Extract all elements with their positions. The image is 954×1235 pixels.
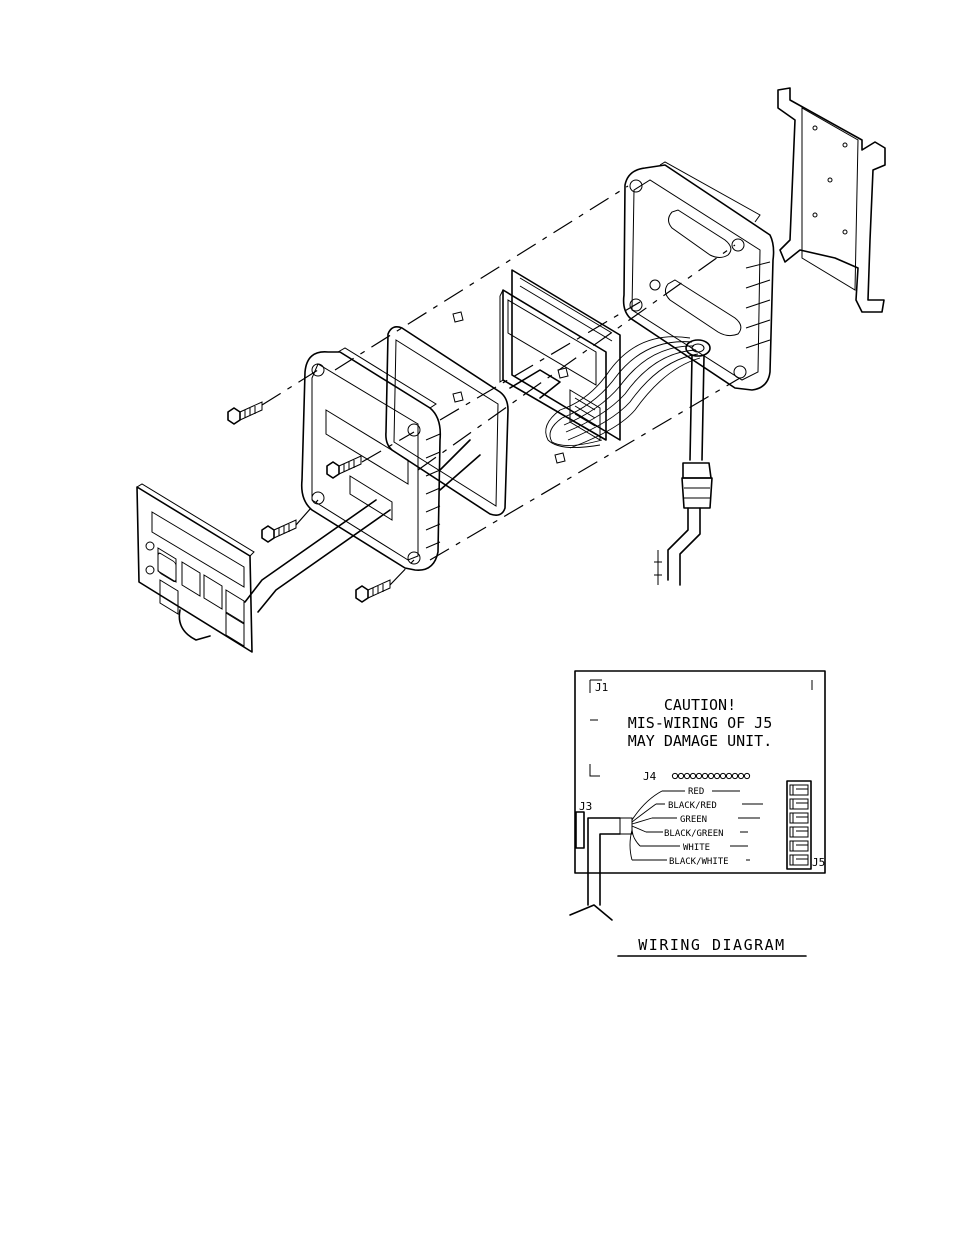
j3-label: J3 [579, 800, 592, 813]
mounting-bracket [778, 88, 885, 312]
j5-terminal-block [787, 781, 811, 869]
circuit-board [500, 270, 620, 440]
caution-title: CAUTION! [664, 696, 736, 714]
caution-line-3: MAY DAMAGE UNIT. [628, 732, 773, 750]
wire-label-black-white: BLACK/WHITE [669, 857, 729, 867]
assembly-lines [262, 186, 740, 585]
j4-header [672, 773, 749, 778]
j4-label: J4 [643, 770, 657, 783]
j1-label: J1 [595, 681, 608, 694]
cable-gland [654, 356, 712, 585]
gasket [386, 327, 508, 515]
wire-label-black-red: BLACK/RED [668, 801, 717, 811]
rear-housing [624, 162, 774, 390]
wiring-diagram-title: WIRING DIAGRAM [638, 936, 785, 954]
wire-label-red: RED [688, 787, 704, 797]
j5-label: J5 [812, 856, 825, 869]
wire-label-white: WHITE [683, 843, 710, 853]
mounting-screws [228, 402, 390, 602]
caution-line-2: MIS-WIRING OF J5 [628, 714, 773, 732]
wire-harness [546, 337, 700, 448]
wire-label-black-green: BLACK/GREEN [664, 829, 724, 839]
wire-label-green: GREEN [680, 815, 707, 825]
wiring-diagram: J1 CAUTION! MIS-WIRING OF J5 MAY DAMAGE … [570, 671, 825, 956]
keypad-overlay [137, 484, 254, 652]
